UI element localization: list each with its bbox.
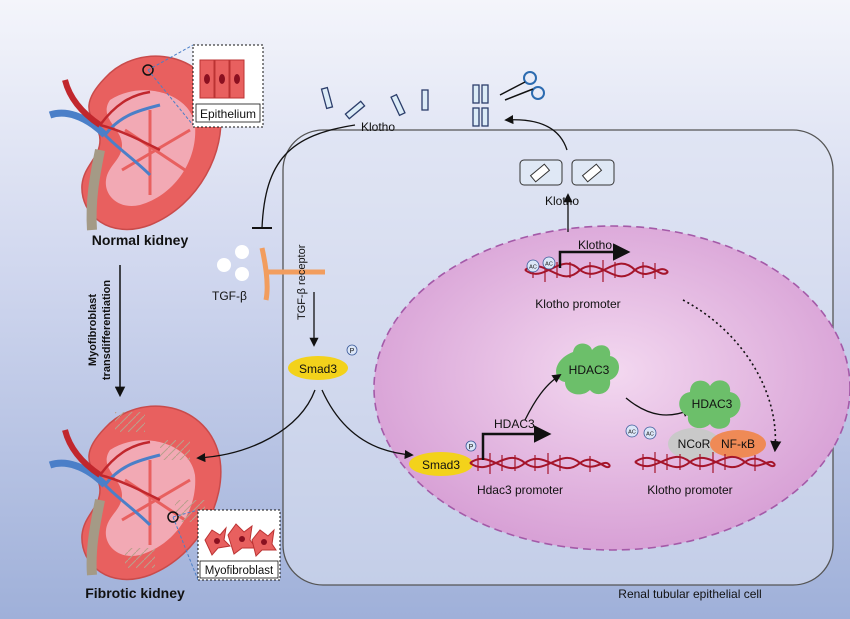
klotho-inhibition-line bbox=[261, 124, 356, 229]
phospho-label: P bbox=[350, 348, 355, 355]
tgfb-ligand bbox=[217, 245, 249, 281]
phospho-label: P bbox=[469, 444, 474, 451]
normal-kidney bbox=[48, 44, 222, 231]
hdac3-complex bbox=[679, 380, 741, 429]
fibrotic-kidney-label: Fibrotic kidney bbox=[85, 585, 185, 601]
nfkb bbox=[710, 430, 766, 458]
klotho-cyto-label: Klotho bbox=[545, 194, 579, 208]
klotho-secreted-label: Klotho bbox=[361, 120, 395, 134]
fibrotic-kidney bbox=[48, 405, 222, 581]
tgfb-receptor-label: TGF-β receptor bbox=[296, 244, 308, 320]
ac-label: AC bbox=[545, 262, 553, 268]
nfkb-label: NF-κB bbox=[721, 437, 755, 451]
epithelium-inset bbox=[192, 44, 264, 128]
klotho-gene-label: Klotho bbox=[578, 238, 612, 252]
scissors-icon bbox=[499, 71, 545, 101]
transdiff-label-line1: Myofibroblast bbox=[87, 294, 99, 366]
smad3-to-nucleus-arrow bbox=[321, 389, 414, 460]
epithelium-label: Epithelium bbox=[200, 107, 256, 121]
cell-caption: Renal tubular epithelial cell bbox=[618, 587, 761, 601]
ncor bbox=[668, 428, 720, 460]
smad3-to-fibrosis-arrow bbox=[196, 389, 316, 463]
repression-dotted-arrow bbox=[682, 299, 782, 453]
ncor-label: NCoR bbox=[678, 437, 711, 451]
smad3-nucleus-label: Smad3 bbox=[422, 458, 460, 472]
klotho-secretion-arrow bbox=[504, 115, 568, 151]
phospho-marker bbox=[465, 440, 477, 452]
klotho-cytoplasm bbox=[519, 159, 615, 186]
ac-label: AC bbox=[628, 430, 636, 436]
hdac3-tss-arrow bbox=[481, 425, 552, 460]
tgfb-label: TGF-β bbox=[212, 289, 247, 303]
hdac3-free bbox=[556, 343, 619, 395]
ac-marker bbox=[526, 259, 540, 273]
hdac3-gene-label: HDAC3 bbox=[494, 417, 535, 431]
hdac3-free-label: HDAC3 bbox=[569, 363, 610, 377]
klotho-dna-top bbox=[524, 260, 669, 282]
klotho-promoter-bottom-label: Klotho promoter bbox=[647, 483, 732, 497]
hdac3-promoter-label: Hdac3 promoter bbox=[477, 483, 563, 497]
hdac3-complex-label: HDAC3 bbox=[692, 397, 733, 411]
tgfb-receptor bbox=[259, 247, 325, 301]
ac-marker bbox=[643, 426, 657, 440]
ac-label: AC bbox=[529, 265, 537, 271]
smad3-cytoplasm bbox=[288, 356, 348, 380]
myofibroblast-label: Myofibroblast bbox=[205, 565, 274, 577]
smad3-nucleus bbox=[409, 452, 473, 476]
hdac3-translation-arrow bbox=[524, 373, 562, 421]
klotho-promoter-top-label: Klotho promoter bbox=[535, 297, 620, 311]
klotho-tss-arrow bbox=[558, 243, 631, 268]
normal-kidney-label: Normal kidney bbox=[92, 232, 189, 248]
hdac3-dna bbox=[469, 453, 611, 474]
phospho-marker bbox=[346, 344, 358, 356]
transdiff-label-line2: transdifferentiation bbox=[101, 280, 113, 381]
myofibroblast-inset bbox=[197, 509, 281, 581]
smad3-cytoplasm-label: Smad3 bbox=[299, 362, 337, 376]
klotho-dna-bottom bbox=[634, 452, 776, 473]
ac-marker bbox=[542, 256, 556, 270]
nucleus bbox=[373, 225, 850, 551]
ac-label: AC bbox=[646, 432, 654, 438]
ac-marker bbox=[625, 424, 639, 438]
klotho-secreted bbox=[320, 84, 489, 127]
